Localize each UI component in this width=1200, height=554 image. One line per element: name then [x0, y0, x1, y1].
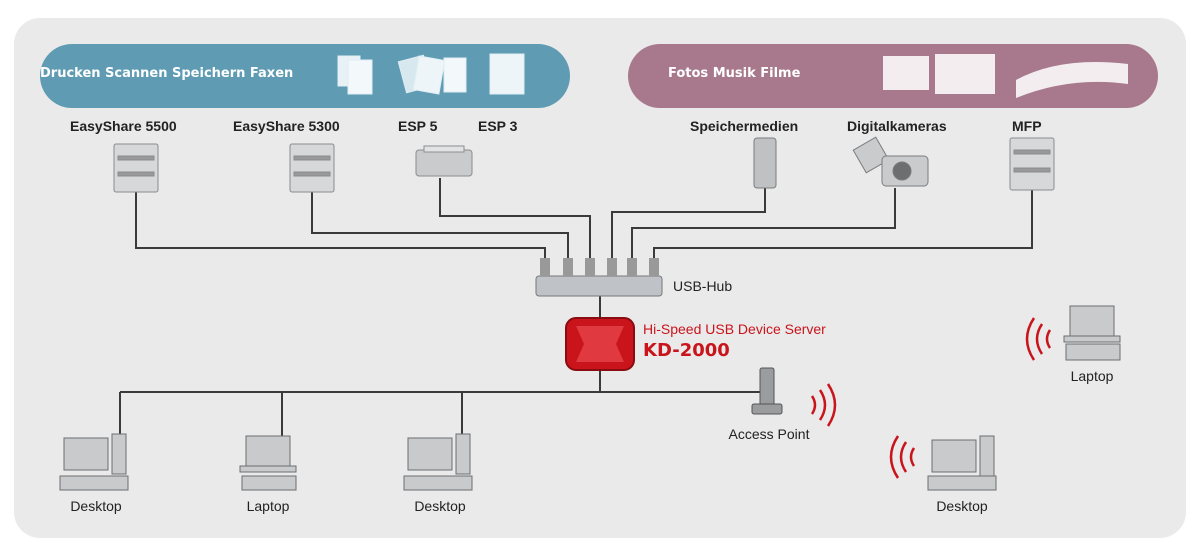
easyshare-5500-icon	[113, 143, 159, 193]
printing-banner-text: Drucken Scannen Speichern Faxen	[40, 66, 294, 81]
laptop-wifi-icon	[1025, 317, 1052, 361]
device-server-icon	[565, 317, 635, 371]
desktop-2-label: Desktop	[414, 498, 466, 514]
usb-hub-label: USB-Hub	[673, 278, 733, 294]
wireless-laptop-icon	[1063, 305, 1121, 361]
printing-banner: Drucken Scannen Speichern Faxen	[40, 44, 570, 108]
usb-hub-icon	[535, 258, 663, 297]
server-model: KD-2000	[643, 340, 730, 361]
mfp-icon	[1009, 137, 1055, 191]
access-point-icon	[751, 367, 783, 415]
esp3-label: ESP 3	[478, 118, 518, 134]
photo-music-icons	[883, 54, 1128, 98]
connection-lines	[119, 178, 1033, 440]
laptop-1-label: Laptop	[246, 498, 290, 514]
media-banner-text: Fotos Musik Filme	[668, 66, 801, 81]
desktop-1-label: Desktop	[70, 498, 122, 514]
access-point-label: Access Point	[728, 426, 810, 442]
desktop-wifi-icon	[889, 435, 916, 479]
esp5-label: ESP 5	[398, 118, 438, 134]
server-subtitle: Hi-Speed USB Device Server	[643, 321, 826, 337]
digitalkameras-label: Digitalkameras	[847, 118, 947, 134]
access-point-wifi-icon	[810, 383, 837, 427]
easyshare-5300-label: EasyShare 5300	[233, 118, 340, 134]
wireless-laptop-label: Laptop	[1070, 368, 1114, 384]
wireless-desktop-icon	[927, 435, 997, 491]
document-icons	[337, 53, 525, 95]
storage-media-icon	[753, 137, 777, 189]
esp-printer-icon	[415, 145, 473, 177]
speichermedien-label: Speichermedien	[690, 118, 799, 134]
easyshare-5500-label: EasyShare 5500	[70, 118, 177, 134]
laptop-1-icon	[239, 435, 297, 491]
desktop-1-icon	[59, 433, 129, 491]
mfp-label: MFP	[1012, 118, 1042, 134]
easyshare-5300-icon	[289, 143, 335, 193]
digital-camera-icon	[852, 136, 929, 187]
desktop-2-icon	[403, 433, 473, 491]
wireless-desktop-label: Desktop	[936, 498, 988, 514]
